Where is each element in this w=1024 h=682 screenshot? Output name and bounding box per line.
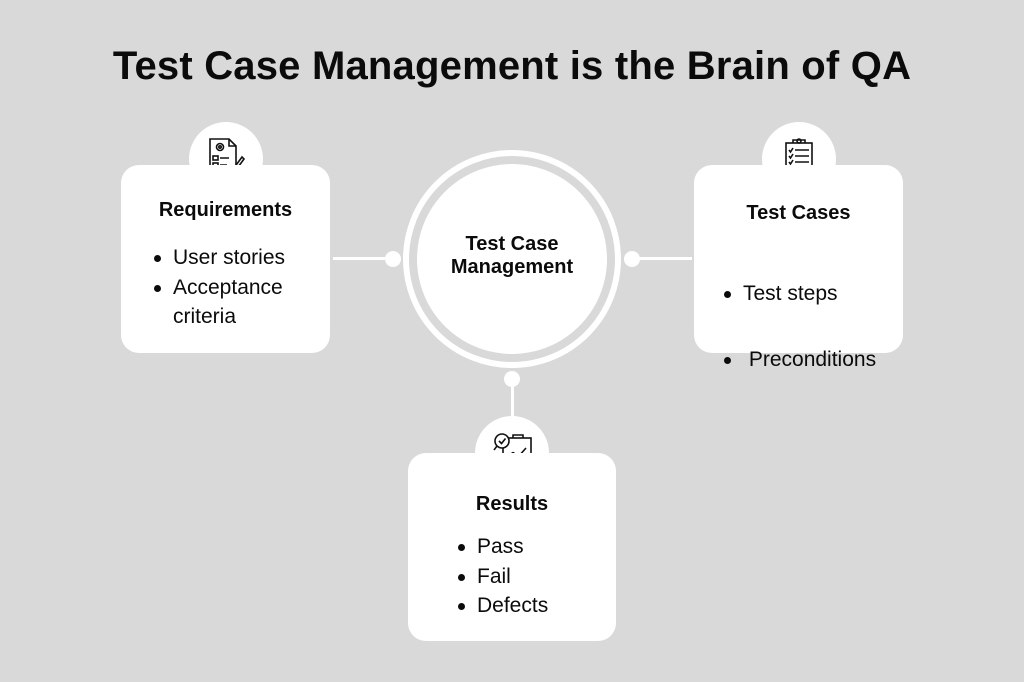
test-cases-card: Test Cases Test steps Preconditions xyxy=(694,165,903,371)
list-item: Defects xyxy=(456,591,606,621)
test-cases-title: Test Cases xyxy=(746,202,851,224)
connector-right xyxy=(632,257,692,260)
connector-dot-bottom xyxy=(504,371,520,387)
hub-label-line2: Management xyxy=(450,256,574,278)
connector-dot-right xyxy=(624,251,640,267)
hub-label: Test Case Management xyxy=(417,233,607,279)
results-title: Results xyxy=(475,493,549,515)
results-card: Results Pass Fail Defects xyxy=(408,453,616,641)
hub-circle: Test Case Management xyxy=(417,164,607,354)
requirements-card: Requirements User stories Acceptance cri… xyxy=(121,165,330,353)
requirements-list: User stories Acceptance criteria xyxy=(152,243,322,332)
list-item: Pass xyxy=(456,532,606,562)
connector-dot-left xyxy=(385,251,401,267)
list-item: Acceptance criteria xyxy=(152,273,322,332)
hub-ring xyxy=(403,150,621,368)
list-item: Preconditions xyxy=(722,345,900,375)
list-item: Fail xyxy=(456,562,606,592)
diagram-title: Test Case Management is the Brain of QA xyxy=(112,44,912,88)
results-list: Pass Fail Defects xyxy=(456,532,606,621)
list-item: User stories xyxy=(152,243,322,273)
requirements-title: Requirements xyxy=(158,199,293,221)
hub-label-line1: Test Case xyxy=(465,233,559,255)
test-cases-list: Test steps Preconditions xyxy=(722,243,900,410)
connector-bottom xyxy=(511,380,514,420)
list-item: Test steps xyxy=(722,279,900,309)
connector-left xyxy=(333,257,393,260)
